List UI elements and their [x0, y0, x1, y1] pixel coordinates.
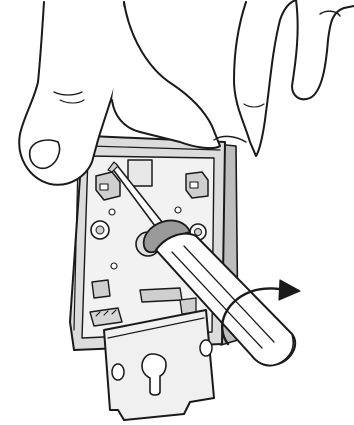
connector-bottom-left: [90, 308, 122, 326]
front-board-hole-left: [112, 364, 124, 380]
terminal-screw-1: [100, 184, 108, 190]
hand-thumb: [234, 0, 296, 156]
post-3: [111, 263, 117, 269]
post-2: [175, 207, 181, 213]
front-board-hole-right: [200, 340, 212, 356]
rotation-arrow-head: [279, 280, 300, 300]
terminal-block-lower-center: [140, 288, 182, 302]
front-board: [104, 310, 214, 420]
hand-palm: [112, 2, 220, 148]
terminal-block-lower-left: [92, 280, 110, 298]
terminal-screw-2: [190, 182, 198, 188]
wall-plate-window: [128, 160, 152, 186]
hand-outer-finger: [292, 0, 354, 99]
mounting-hole-right-inner: [195, 229, 202, 236]
post-1: [109, 209, 115, 215]
mounting-hole-left-inner: [96, 226, 104, 234]
